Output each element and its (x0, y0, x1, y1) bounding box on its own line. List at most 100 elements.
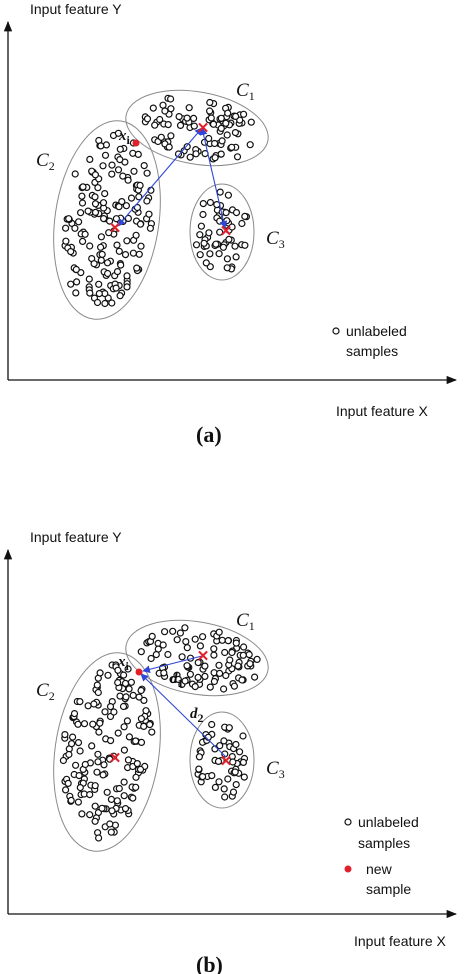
unlabeled-sample (195, 765, 203, 773)
unlabeled-sample (199, 772, 207, 781)
unlabeled-sample (78, 237, 87, 245)
unlabeled-sample (95, 290, 103, 298)
cluster-c3-samples (194, 720, 249, 801)
unlabeled-sample (67, 740, 76, 748)
unlabeled-sample (156, 115, 164, 124)
unlabeled-sample (169, 627, 177, 635)
unlabeled-sample (93, 681, 101, 689)
centroid-c2-icon: ✕ (109, 750, 122, 767)
unlabeled-sample (78, 192, 86, 200)
unlabeled-sample (121, 679, 130, 688)
unlabeled-sample (216, 228, 224, 236)
cluster-label-c1: C1 (236, 80, 255, 103)
unlabeled-sample (225, 724, 233, 732)
unlabeled-sample (100, 761, 108, 769)
sample-xi-dot (132, 139, 140, 147)
unlabeled-sample (115, 784, 123, 793)
unlabeled-sample (228, 143, 236, 151)
unlabeled-sample (206, 98, 214, 107)
unlabeled-sample (130, 167, 138, 175)
unlabeled-sample (253, 655, 261, 664)
unlabeled-sample (135, 250, 143, 258)
unlabeled-sample (122, 693, 130, 701)
unlabeled-sample (91, 200, 100, 208)
legend-label-new: new (366, 861, 393, 877)
unlabeled-sample (93, 768, 101, 776)
unlabeled-sample (113, 797, 121, 805)
unlabeled-sample (236, 748, 244, 756)
unlabeled-sample (217, 114, 225, 122)
unlabeled-sample (103, 788, 111, 796)
unlabeled-sample (94, 834, 103, 842)
unlabeled-sample (216, 188, 224, 196)
legend-label-line1: unlabeled (358, 814, 419, 830)
unlabeled-sample (161, 628, 169, 636)
unlabeled-sample (207, 114, 215, 122)
unlabeled-sample (222, 119, 230, 127)
unlabeled-sample (108, 161, 116, 169)
unlabeled-sample (205, 229, 213, 237)
unlabeled-sample (80, 720, 89, 728)
unlabeled-sample (222, 209, 230, 217)
unlabeled-sample (167, 105, 175, 113)
unlabeled-sample (208, 771, 216, 780)
legend-open-circle-icon (332, 327, 340, 335)
centroid-c2-icon: ✕ (109, 220, 122, 237)
unlabeled-sample (99, 162, 107, 170)
unlabeled-sample (125, 685, 133, 693)
unlabeled-sample (76, 697, 84, 706)
unlabeled-sample (97, 233, 106, 241)
unlabeled-sample (106, 755, 114, 763)
unlabeled-sample (97, 142, 105, 150)
unlabeled-sample (209, 120, 218, 128)
unlabeled-sample (232, 740, 240, 749)
unlabeled-sample (221, 750, 229, 758)
unlabeled-sample (164, 120, 172, 129)
unlabeled-sample (113, 268, 122, 276)
unlabeled-sample (232, 253, 240, 261)
cluster-label-c3: C3 (266, 228, 285, 251)
unlabeled-sample (210, 677, 218, 686)
unlabeled-sample (234, 662, 242, 670)
unlabeled-sample (137, 242, 145, 250)
unlabeled-sample (176, 121, 185, 130)
unlabeled-sample (114, 678, 122, 687)
unlabeled-sample (251, 673, 259, 681)
unlabeled-sample (225, 235, 233, 243)
unlabeled-sample (165, 143, 173, 151)
unlabeled-sample (183, 644, 191, 652)
unlabeled-sample (114, 666, 122, 674)
unlabeled-sample (129, 249, 137, 257)
unlabeled-sample (67, 248, 75, 256)
unlabeled-sample (211, 139, 219, 148)
unlabeled-sample (62, 237, 70, 245)
unlabeled-sample (137, 715, 145, 723)
unlabeled-sample (98, 250, 106, 258)
unlabeled-sample (143, 197, 151, 205)
x-axis-label: Input feature X (354, 933, 447, 949)
unlabeled-sample (226, 656, 234, 664)
unlabeled-sample (123, 717, 132, 725)
unlabeled-sample (223, 131, 231, 139)
unlabeled-sample (220, 737, 228, 745)
unlabeled-sample (224, 775, 232, 783)
unlabeled-sample (120, 778, 128, 786)
unlabeled-sample (90, 700, 98, 708)
unlabeled-sample (90, 260, 98, 268)
unlabeled-sample (140, 162, 148, 170)
unlabeled-sample (160, 669, 168, 677)
cluster-label-c2: C2 (36, 680, 55, 703)
unlabeled-sample (136, 220, 145, 228)
unlabeled-sample (108, 299, 116, 307)
unlabeled-sample (70, 709, 79, 718)
unlabeled-sample (71, 224, 79, 232)
unlabeled-sample (137, 686, 145, 695)
cluster-c1-boundary (125, 619, 269, 697)
unlabeled-sample (95, 728, 103, 736)
unlabeled-sample (192, 241, 201, 249)
unlabeled-sample (127, 678, 135, 686)
unlabeled-sample (146, 224, 154, 232)
unlabeled-sample (200, 239, 208, 247)
unlabeled-sample (201, 662, 209, 670)
unlabeled-sample (74, 720, 82, 728)
